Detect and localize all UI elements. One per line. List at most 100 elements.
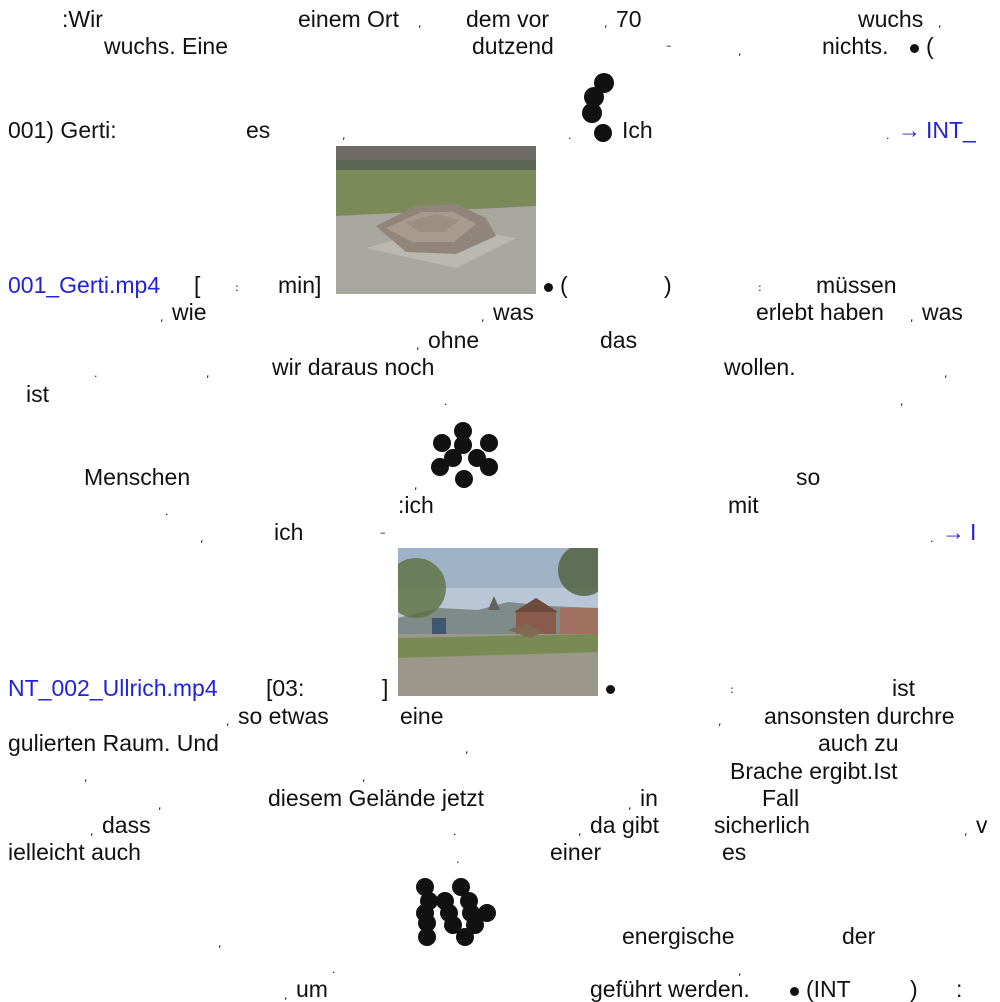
dot-cluster-icon (456, 928, 474, 946)
dot-cluster-icon (444, 916, 462, 934)
text-word: : (956, 976, 963, 1002)
dot-cluster-icon (418, 914, 436, 932)
text-word: Fall (762, 785, 800, 811)
link-int-continued[interactable]: I (970, 519, 977, 545)
period-mark: . (165, 505, 169, 518)
dot-cluster-icon (455, 470, 473, 488)
link-video-gerti[interactable]: 001_Gerti.mp4 (8, 272, 161, 298)
text-word: was (493, 299, 534, 325)
comma-mark: , (910, 311, 914, 324)
text-word: [03: (266, 675, 305, 701)
text-word: erlebt haben (756, 299, 884, 325)
text-word: es (722, 839, 747, 865)
colon-mark: : (730, 683, 734, 696)
text-word: müssen (816, 272, 897, 298)
arrow-right-icon: → (898, 117, 921, 143)
text-word: ist (892, 675, 915, 701)
text-word: dem vor (466, 6, 550, 32)
comma-mark: , (604, 17, 608, 30)
dot-cluster-icon (594, 124, 612, 142)
text-word: :ich (398, 492, 434, 518)
dot-cluster-icon (416, 878, 434, 896)
text-word: so etwas (238, 703, 329, 729)
comma-mark: , (944, 367, 948, 380)
comma-mark: , (284, 989, 288, 1002)
text-word: dutzend (472, 33, 554, 59)
period-mark: . (930, 532, 934, 545)
text-word: eine (400, 703, 444, 729)
dot-cluster-icon (454, 422, 472, 440)
comma-mark: , (718, 715, 722, 728)
comma-mark: , (218, 937, 222, 950)
period-mark: . (94, 367, 98, 380)
period-mark: . (886, 129, 890, 142)
comma-mark: , (226, 715, 230, 728)
text-word: Ich (622, 117, 653, 143)
text-word: energische (622, 923, 735, 949)
text-word: 70 (616, 6, 642, 32)
period-mark: . (456, 853, 460, 866)
comma-mark: , (200, 532, 204, 545)
dot-cluster-icon (444, 449, 462, 467)
text-word: auch zu (818, 730, 899, 756)
text-word: ich (274, 519, 304, 545)
dot-cluster-icon (418, 928, 436, 946)
period-mark: . (444, 395, 448, 408)
text-word: nichts. (822, 33, 889, 59)
comma-mark: , (206, 367, 210, 380)
text-word: dass (102, 812, 151, 838)
dot-icon (544, 283, 553, 292)
photo-wasteland (398, 548, 598, 696)
text-word: ) (910, 976, 918, 1002)
link-video-ullrich[interactable]: NT_002_Ullrich.mp4 (8, 675, 218, 701)
photo-stone-pile (336, 146, 536, 294)
text-word: einer (550, 839, 602, 865)
text-word: diesem Gelände jetzt (268, 785, 485, 811)
text-word: wuchs (858, 6, 924, 32)
dash-mark: – (380, 526, 386, 539)
dot-cluster-icon (454, 436, 472, 454)
comma-mark: , (342, 129, 346, 142)
dot-cluster-icon (480, 458, 498, 476)
text-word: wollen. (724, 354, 796, 380)
text-word: einem Ort (298, 6, 399, 32)
text-word: der (842, 923, 876, 949)
period-mark: . (568, 129, 572, 142)
text-word: geführt werden. (590, 976, 750, 1002)
text-word: es (246, 117, 271, 143)
text-word: 001) Gerti: (8, 117, 117, 143)
comma-mark: , (465, 743, 469, 756)
paren-close: ) (664, 272, 672, 298)
dot-icon (790, 987, 799, 996)
comma-mark: , (418, 17, 422, 30)
text-word: das (600, 327, 638, 353)
paren-open: ( (560, 272, 568, 298)
bracket-close: ] (382, 675, 389, 701)
text-word: in (640, 785, 658, 811)
text-word: wir daraus noch (272, 354, 435, 380)
comma-mark: , (628, 799, 632, 812)
text-word: was (922, 299, 963, 325)
text-word: :Wir (62, 6, 103, 32)
text-word: sicherlich (714, 812, 810, 838)
text-word: um (296, 976, 328, 1002)
text-word: wie (172, 299, 207, 325)
text-word: v (976, 812, 988, 838)
comma-mark: , (362, 771, 366, 784)
text-word: wuchs. Eine (104, 33, 229, 59)
text-word: so (796, 464, 821, 490)
text-word: min] (278, 272, 322, 298)
comma-mark: , (578, 825, 582, 838)
colon-mark: : (758, 281, 762, 294)
comma-mark: , (90, 825, 94, 838)
link-int[interactable]: INT_ (926, 117, 976, 143)
comma-mark: , (414, 479, 418, 492)
period-mark: . (332, 963, 336, 976)
colon-mark: : (235, 281, 239, 294)
dot-cluster-icon (431, 458, 449, 476)
text-word: ielleicht auch (8, 839, 141, 865)
dot-icon (606, 685, 615, 694)
text-word: da gibt (590, 812, 660, 838)
dot-cluster-icon (433, 434, 451, 452)
text-word: mit (728, 492, 759, 518)
